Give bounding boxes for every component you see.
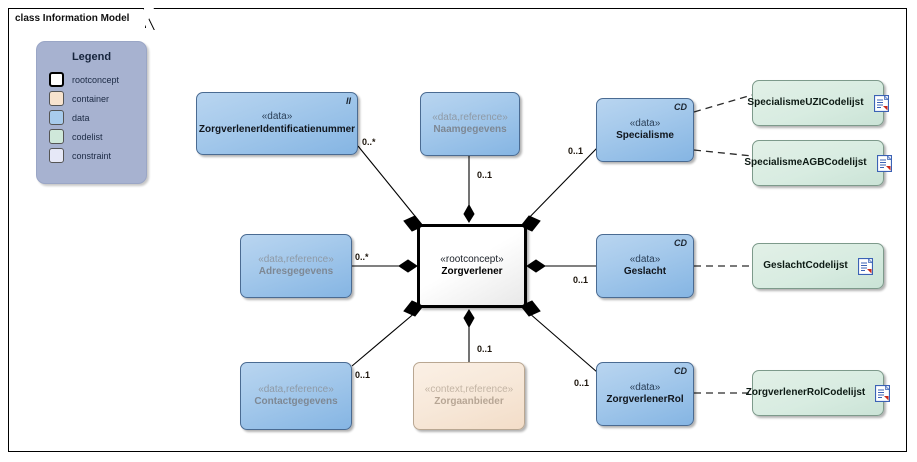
node-name: Zorgaanbieder bbox=[434, 396, 504, 407]
legend-swatch-rootconcept bbox=[49, 72, 64, 87]
node-geslacht[interactable]: CD «data» Geslacht bbox=[596, 234, 694, 298]
multiplicity-geslacht: 0..1 bbox=[573, 275, 589, 285]
node-specialisme-uzi-codelijst[interactable]: SpecialismeUZICodelijst bbox=[747, 80, 889, 126]
node-naamgegevens[interactable]: «data,reference» Naamgegevens bbox=[420, 92, 520, 156]
node-corner-keyword-ii: II bbox=[345, 96, 351, 106]
legend-item-data: data bbox=[49, 108, 146, 127]
multiplicity-zorgaanbieder: 0..1 bbox=[477, 344, 493, 354]
document-icon bbox=[857, 257, 873, 275]
multiplicity-zorgverlener-id: 0..* bbox=[362, 137, 376, 147]
node-name: GeslachtCodelijst bbox=[763, 259, 848, 271]
multiplicity-naamgegevens: 0..1 bbox=[477, 170, 493, 180]
node-zorgverlenerrol[interactable]: CD «data» ZorgverlenerRol bbox=[596, 362, 694, 426]
node-stereotype: «context,reference» bbox=[424, 383, 514, 395]
legend-swatch-constraint bbox=[49, 148, 64, 163]
node-name: SpecialismeUZICodelijst bbox=[747, 96, 864, 108]
multiplicity-zorgverlenerrol: 0..1 bbox=[574, 378, 590, 388]
node-name: Geslacht bbox=[623, 266, 667, 277]
node-zorgverlener-identificatienummer[interactable]: II «data» ZorgverlenerIdentificatienumme… bbox=[196, 92, 358, 155]
node-stereotype: «data» bbox=[629, 381, 661, 393]
node-specialisme-agb-codelijst[interactable]: SpecialismeAGBCodelijst bbox=[744, 140, 892, 186]
node-name: Contactgegevens bbox=[254, 396, 338, 407]
node-stereotype: «data» bbox=[629, 117, 661, 129]
node-zorgverlenerrol-codelijst[interactable]: ZorgverlenerRolCodelijst bbox=[746, 370, 891, 416]
diagram-title: class Information Model bbox=[15, 13, 130, 24]
node-corner-keyword-cd: CD bbox=[674, 366, 687, 376]
node-zorgverlener-rootconcept[interactable]: «rootconcept» Zorgverlener bbox=[417, 224, 527, 308]
node-name: Specialisme bbox=[616, 130, 674, 141]
node-name: Zorgverlener bbox=[441, 266, 503, 277]
legend-item-rootconcept: rootconcept bbox=[49, 70, 146, 89]
legend-label-codelist: codelist bbox=[72, 131, 103, 142]
legend-swatch-container bbox=[49, 91, 64, 106]
node-geslacht-codelijst[interactable]: GeslachtCodelijst bbox=[752, 243, 884, 289]
multiplicity-specialisme: 0..1 bbox=[568, 146, 584, 156]
legend-panel: Legend rootconcept container data codeli… bbox=[36, 41, 147, 184]
node-name: Naamgegevens bbox=[433, 124, 507, 135]
node-contactgegevens[interactable]: «data,reference» Contactgegevens bbox=[240, 362, 352, 430]
tab-diagonal-edge bbox=[143, 8, 156, 30]
multiplicity-adresgegevens: 0..* bbox=[355, 252, 369, 262]
legend-label-data: data bbox=[72, 112, 90, 123]
legend-list: rootconcept container data codelist cons… bbox=[37, 70, 146, 165]
node-adresgegevens[interactable]: «data,reference» Adresgegevens bbox=[240, 234, 352, 298]
legend-label-rootconcept: rootconcept bbox=[72, 74, 120, 85]
node-stereotype: «data,reference» bbox=[258, 383, 334, 395]
node-name: ZorgverlenerRol bbox=[606, 394, 684, 405]
node-stereotype: «rootconcept» bbox=[440, 253, 504, 265]
legend-item-container: container bbox=[49, 89, 146, 108]
document-icon bbox=[873, 94, 889, 112]
legend-title: Legend bbox=[71, 51, 112, 63]
legend-item-codelist: codelist bbox=[49, 127, 146, 146]
node-stereotype: «data,reference» bbox=[432, 111, 508, 123]
node-name: SpecialismeAGBCodelijst bbox=[744, 156, 867, 168]
legend-label-container: container bbox=[72, 93, 110, 104]
document-icon bbox=[876, 154, 892, 172]
node-name: ZorgverlenerIdentificatienummer bbox=[198, 123, 356, 135]
legend-label-constraint: constraint bbox=[72, 150, 112, 161]
node-corner-keyword-cd: CD bbox=[674, 238, 687, 248]
node-specialisme[interactable]: CD «data» Specialisme bbox=[596, 98, 694, 162]
diagram-title-tab: class Information Model bbox=[8, 8, 156, 30]
node-zorgaanbieder[interactable]: «context,reference» Zorgaanbieder bbox=[413, 362, 525, 430]
node-name: ZorgverlenerRolCodelijst bbox=[745, 386, 866, 398]
legend-item-constraint: constraint bbox=[49, 146, 146, 165]
legend-swatch-data bbox=[49, 110, 64, 125]
node-stereotype: «data» bbox=[261, 111, 293, 122]
document-icon bbox=[875, 384, 891, 402]
node-corner-keyword-cd: CD bbox=[674, 102, 687, 112]
multiplicity-contactgegevens: 0..1 bbox=[355, 370, 371, 380]
node-name: Adresgegevens bbox=[258, 266, 334, 277]
legend-swatch-codelist bbox=[49, 129, 64, 144]
node-stereotype: «data,reference» bbox=[258, 253, 334, 265]
node-stereotype: «data» bbox=[629, 253, 661, 265]
